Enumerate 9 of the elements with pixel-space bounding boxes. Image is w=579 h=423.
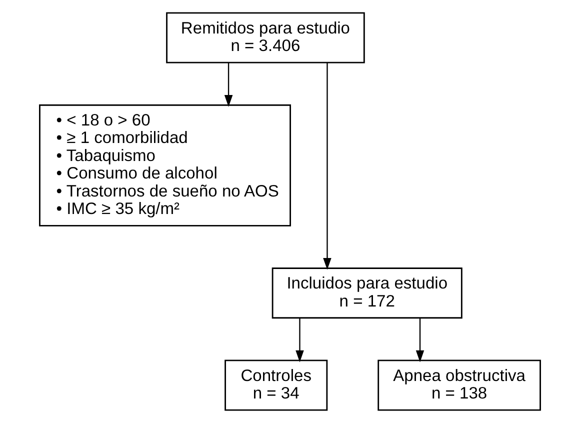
arrow <box>295 318 304 362</box>
node-box: • < 18 o > 60 • ≥ 1 comorbilidad • Tabaquismo • Consumo de alcohol • Trastornos de sueño no AOS • IMC ≥ 35 kg/m² <box>38 104 290 226</box>
node-box: Remitidos para estudio n = 3.406 <box>166 12 364 64</box>
arrow <box>415 318 424 362</box>
node-box: Incluidos para estudio n = 172 <box>271 268 462 319</box>
node-box: Controles n = 34 <box>224 360 328 411</box>
arrow <box>224 62 232 107</box>
node-box: Apnea obstructiva n = 138 <box>377 360 540 411</box>
arrow <box>322 62 331 270</box>
